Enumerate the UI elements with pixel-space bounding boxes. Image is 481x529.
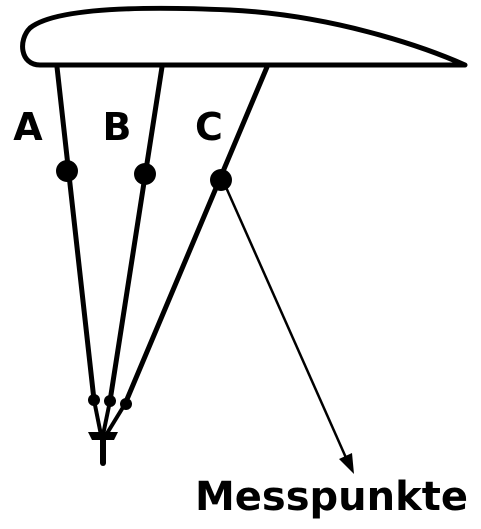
line-a xyxy=(54,64,97,403)
label-c: C xyxy=(195,105,223,149)
measurement-point-a xyxy=(56,160,78,182)
junction-knot-a xyxy=(88,394,100,406)
measurement-point-c xyxy=(210,169,232,191)
label-b: B xyxy=(103,105,132,149)
line-c xyxy=(122,64,270,407)
line-b xyxy=(107,64,165,404)
measurement-point-b xyxy=(134,163,156,185)
wing-profile xyxy=(20,5,468,68)
pointer-arrow-head xyxy=(339,453,354,474)
connector-c xyxy=(104,402,127,437)
junction-knot-c xyxy=(120,398,132,410)
label-messpunkte: Messpunkte xyxy=(195,474,468,520)
label-a: A xyxy=(13,105,43,149)
junction-knot-b xyxy=(104,395,116,407)
pointer-arrow-shaft xyxy=(223,184,349,461)
